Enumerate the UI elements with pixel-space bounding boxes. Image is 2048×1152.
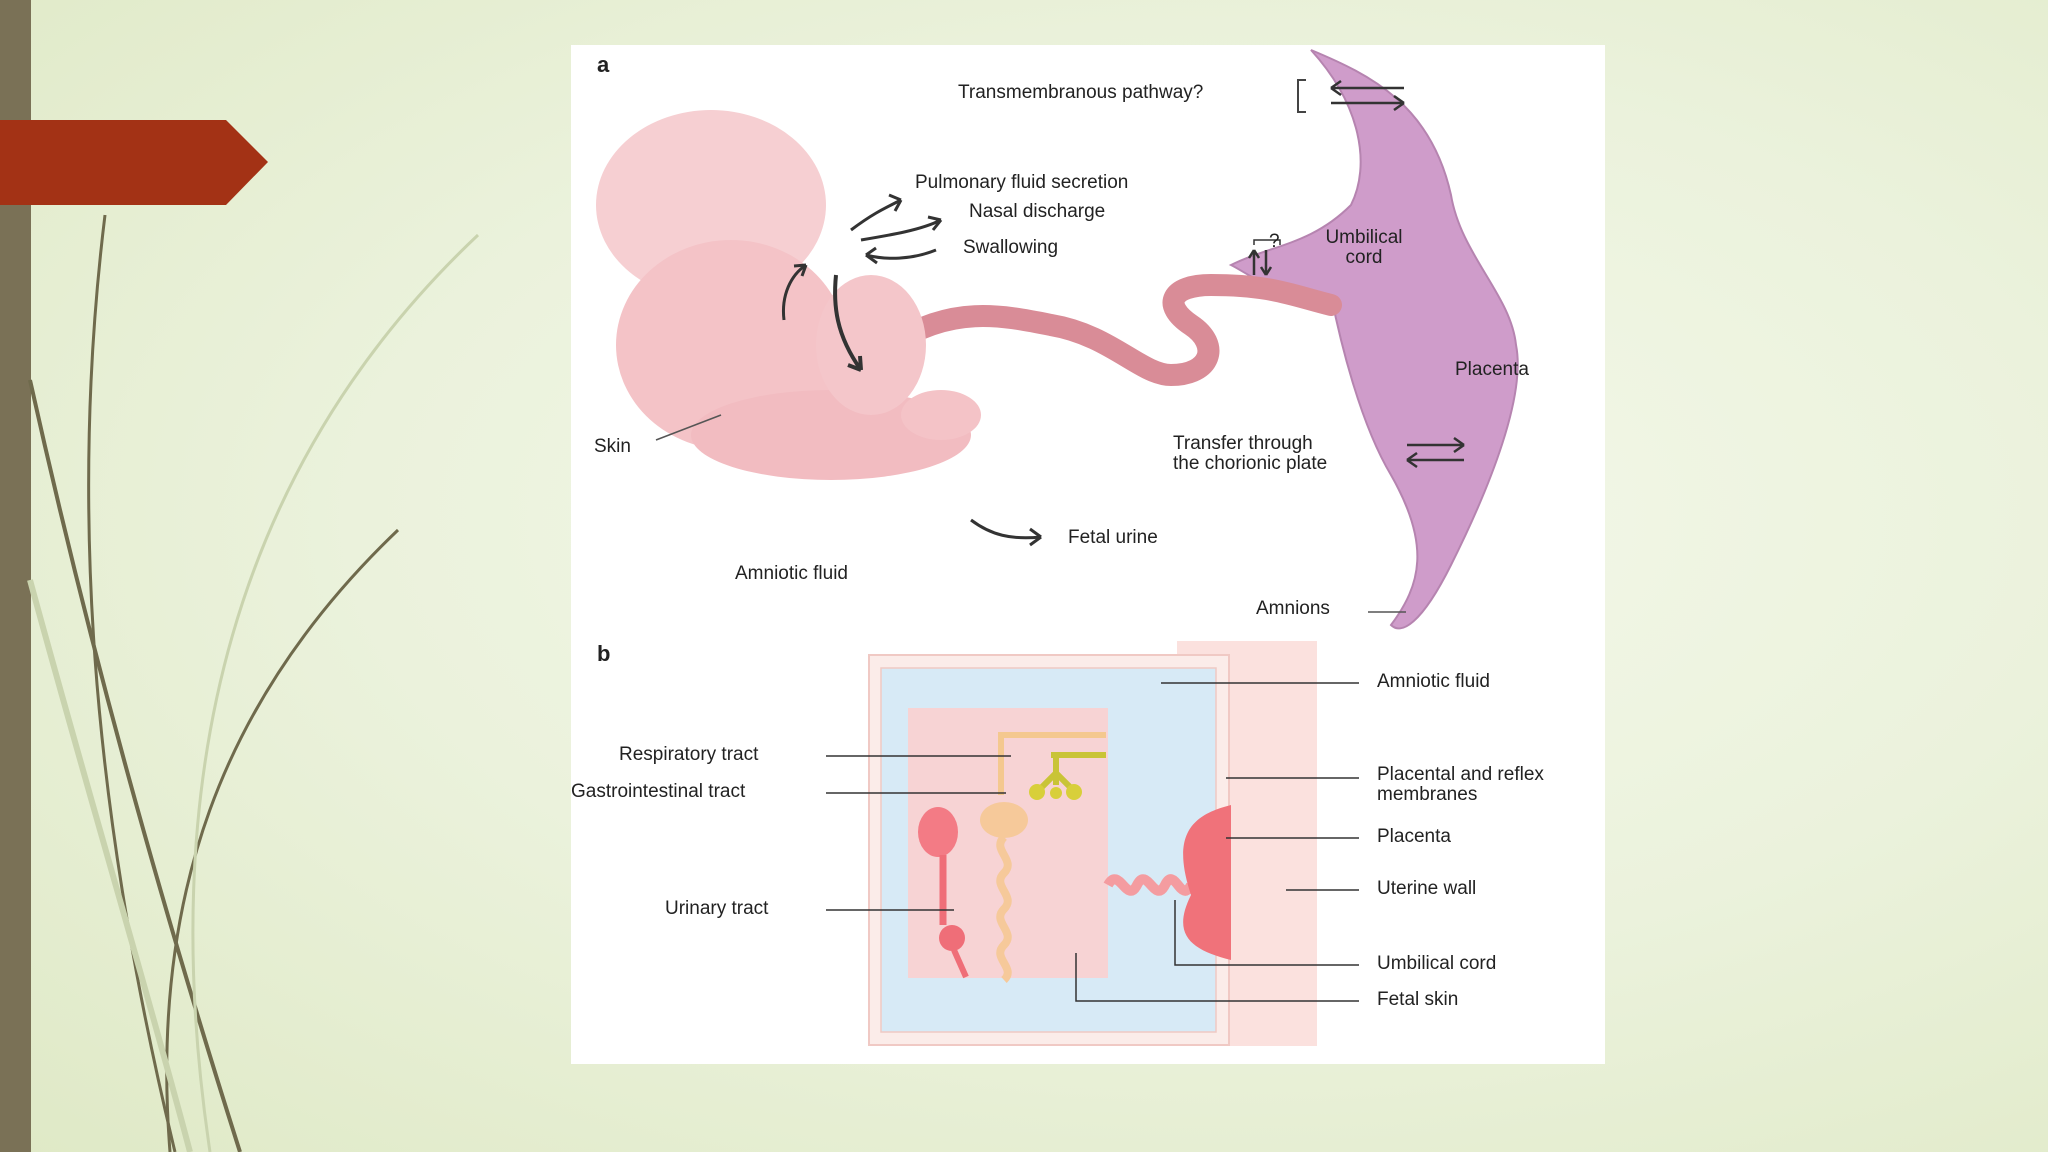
figure-panel: a Transmembranous pathway? Pulmonary flu… — [571, 45, 1605, 1064]
placenta-shape — [1228, 49, 1519, 630]
label-amnions: Amnions — [1256, 598, 1330, 619]
label-gastrointestinal-tract: Gastrointestinal tract — [571, 781, 746, 802]
label-skin: Skin — [594, 436, 631, 457]
label-transfer-line2: the chorionic plate — [1173, 453, 1328, 474]
panel-a-letter: a — [597, 52, 610, 77]
label-transmembranous-pathway: Transmembranous pathway? — [958, 82, 1204, 103]
label-placenta-b: Placenta — [1377, 826, 1451, 847]
label-umbilical-cord-a: Umbilical cord — [1309, 228, 1419, 268]
label-urinary-tract: Urinary tract — [665, 898, 769, 919]
fetus-shape — [596, 110, 981, 480]
label-fetal-skin: Fetal skin — [1377, 989, 1459, 1010]
diagram-graphics — [596, 49, 1519, 1046]
label-placenta-a: Placenta — [1455, 359, 1529, 380]
label-umbilical-line1: Umbilical — [1325, 227, 1403, 248]
label-swallowing: Swallowing — [963, 237, 1059, 258]
label-respiratory-tract: Respiratory tract — [619, 744, 759, 765]
label-uterine-wall: Uterine wall — [1377, 878, 1477, 899]
label-umbilical-line2: cord — [1345, 247, 1383, 268]
label-pulmonary-fluid-secretion: Pulmonary fluid secretion — [915, 172, 1129, 193]
label-umbilical-question: ? — [1269, 231, 1280, 252]
label-placental-line2: membranes — [1377, 784, 1478, 805]
label-nasal-discharge: Nasal discharge — [969, 201, 1106, 222]
label-fetal-urine: Fetal urine — [1068, 527, 1158, 548]
panel-b-letter: b — [597, 641, 611, 666]
label-placental-reflex-membranes: Placental and reflex membranes — [1377, 765, 1544, 805]
decorative-swooshes — [27, 214, 480, 1152]
label-transfer-chorionic-plate: Transfer through the chorionic plate — [1173, 434, 1327, 474]
label-placental-line1: Placental and reflex — [1377, 764, 1544, 785]
title-arrow-shape — [0, 120, 268, 205]
label-transfer-line1: Transfer through — [1173, 433, 1313, 454]
label-amniotic-fluid-b: Amniotic fluid — [1377, 671, 1490, 692]
label-umbilical-cord-b: Umbilical cord — [1377, 953, 1497, 974]
umbilical-cord-shape — [880, 273, 1342, 387]
label-amniotic-fluid-a: Amniotic fluid — [735, 563, 848, 584]
